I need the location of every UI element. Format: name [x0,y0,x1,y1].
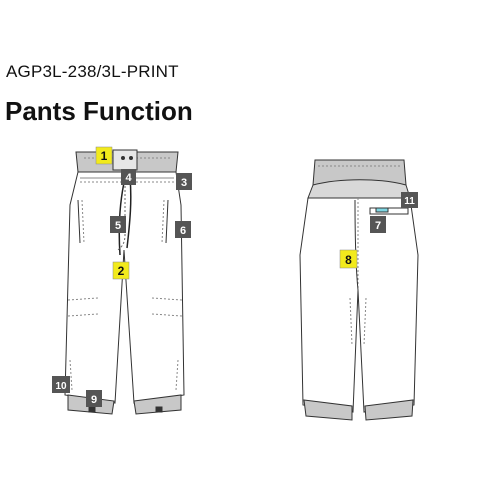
callout-2[interactable]: 2 [112,261,130,280]
svg-text:9: 9 [91,394,97,406]
svg-text:11: 11 [404,196,415,207]
front-right-pocket [165,199,169,244]
back-pocket-tab [375,207,389,213]
callout-8[interactable]: 8 [339,249,358,269]
callout-4[interactable]: 4 [121,169,136,185]
callout-5[interactable]: 5 [110,216,126,233]
svg-text:7: 7 [375,220,381,232]
svg-text:5: 5 [115,220,121,232]
callout-11[interactable]: 11 [401,192,418,208]
callout-9[interactable]: 9 [86,390,102,407]
callout-3[interactable]: 3 [176,173,192,190]
svg-text:3: 3 [181,177,187,189]
callout-1[interactable]: 1 [95,146,113,165]
callout-7[interactable]: 7 [370,216,386,233]
front-left-pocket [77,199,81,244]
page-title: Pants Function [5,96,193,126]
back-right-gaiter [364,399,414,421]
svg-text:6: 6 [180,225,186,237]
svg-text:4: 4 [125,172,132,184]
svg-text:2: 2 [118,264,125,278]
product-code: AGP3L-238/3L-PRINT [6,62,179,81]
back-pants-body [299,197,419,413]
svg-text:1: 1 [101,149,108,163]
front-right-gaiter [133,394,182,415]
front-pants-view [64,149,185,415]
svg-text:8: 8 [345,253,352,267]
back-left-gaiter [303,399,353,421]
callout-10[interactable]: 10 [52,376,70,393]
back-pocket [369,207,409,215]
back-pants-view [299,159,419,421]
front-waist-closure [112,149,138,171]
svg-text:10: 10 [55,381,67,392]
callout-6[interactable]: 6 [175,221,191,238]
